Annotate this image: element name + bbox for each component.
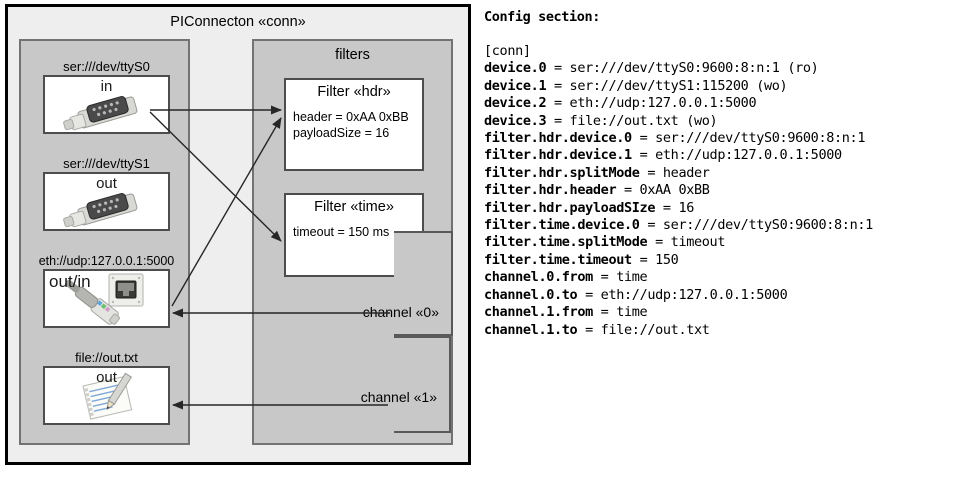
config-line: filter.time.timeout = 150 — [484, 251, 679, 268]
filter-title: Filter «time» — [314, 199, 394, 215]
filters-panel: filters Filter «hdr» header = 0xAA 0xBB … — [252, 39, 453, 445]
filter-hdr-box[interactable]: Filter «hdr» header = 0xAA 0xBB payloadS… — [284, 78, 424, 171]
filter-prop: payloadSize = 16 — [293, 126, 390, 140]
config-line: filter.hdr.splitMode = header — [484, 164, 710, 181]
config-line: filter.hdr.device.1 = eth://udp:127.0.0.… — [484, 147, 842, 164]
channel-0-label: channel «0» — [362, 304, 439, 320]
config-text: [conn]device.0 = ser:///dev/ttyS0:9600:8… — [484, 43, 964, 339]
channel-1-label: channel «1» — [360, 389, 437, 405]
device-direction-label: out — [96, 369, 117, 386]
config-line: channel.1.to = file://out.txt — [484, 321, 710, 338]
serial-db9-icon — [63, 193, 138, 228]
filters-panel-title: filters — [335, 47, 370, 63]
device-caption: ser:///dev/ttyS1 — [63, 156, 150, 171]
config-line: channel.0.from = time — [484, 269, 648, 286]
config-line: [conn] — [484, 43, 531, 59]
filter-properties: header = 0xAA 0xBB payloadSize = 16 — [286, 100, 422, 148]
filter-prop: timeout = 150 ms — [293, 225, 390, 239]
device-box[interactable]: out — [43, 366, 170, 425]
config-line: device.3 = file://out.txt (wo) — [484, 112, 718, 129]
device-box[interactable]: out — [43, 172, 170, 231]
ethernet-rj45-icon — [65, 273, 144, 325]
connector-diagram: PIConnecton «conn» ser:///dev/ttyS0 in — [0, 0, 478, 484]
device-eth-udp[interactable]: eth://udp:127.0.0.1:5000 out/in — [24, 253, 189, 328]
config-line: filter.hdr.header = 0xAA 0xBB — [484, 182, 710, 199]
filter-title: Filter «hdr» — [317, 84, 391, 100]
filter-prop: header = 0xAA 0xBB — [293, 110, 409, 124]
serial-db9-icon — [63, 96, 138, 131]
channel-1-rect — [394, 336, 451, 433]
device-box[interactable]: in — [43, 75, 170, 134]
device-caption: ser:///dev/ttyS0 — [63, 59, 150, 74]
config-line: device.0 = ser:///dev/ttyS0:9600:8:n:1 (… — [484, 60, 819, 77]
config-heading: Config section: — [484, 9, 600, 25]
device-caption: eth://udp:127.0.0.1:5000 — [38, 254, 175, 268]
device-ser-ttyS0[interactable]: ser:///dev/ttyS0 in — [43, 59, 170, 134]
filter-properties: timeout = 150 ms — [286, 215, 422, 247]
device-caption: file://out.txt — [75, 350, 138, 365]
device-direction-label: in — [100, 78, 113, 95]
document-pencil-icon — [82, 372, 133, 420]
config-line: device.1 = ser:///dev/ttyS1:115200 (wo) — [484, 77, 788, 94]
device-direction-label: out — [96, 175, 117, 192]
config-section: Config section: [conn]device.0 = ser:///… — [480, 0, 964, 484]
config-line: filter.time.device.0 = ser:///dev/ttyS0:… — [484, 217, 873, 234]
channel-0-rect — [394, 231, 453, 336]
device-direction-label: out/in — [49, 272, 91, 291]
config-line: device.2 = eth://udp:127.0.0.1:5000 — [484, 95, 757, 112]
config-line: channel.1.from = time — [484, 304, 648, 321]
config-line: filter.hdr.device.0 = ser:///dev/ttyS0:9… — [484, 130, 866, 147]
page-title: PIConnecton «conn» — [170, 14, 306, 30]
config-line: channel.0.to = eth://udp:127.0.0.1:5000 — [484, 286, 788, 303]
config-line: filter.time.splitMode = timeout — [484, 234, 726, 251]
device-file-out[interactable]: file://out.txt out — [43, 350, 170, 425]
device-box[interactable]: out/in — [43, 269, 170, 328]
device-ser-ttyS1[interactable]: ser:///dev/ttyS1 out — [43, 156, 170, 231]
config-line: filter.hdr.payloadSIze = 16 — [484, 199, 695, 216]
devices-panel: ser:///dev/ttyS0 in — [19, 39, 190, 445]
